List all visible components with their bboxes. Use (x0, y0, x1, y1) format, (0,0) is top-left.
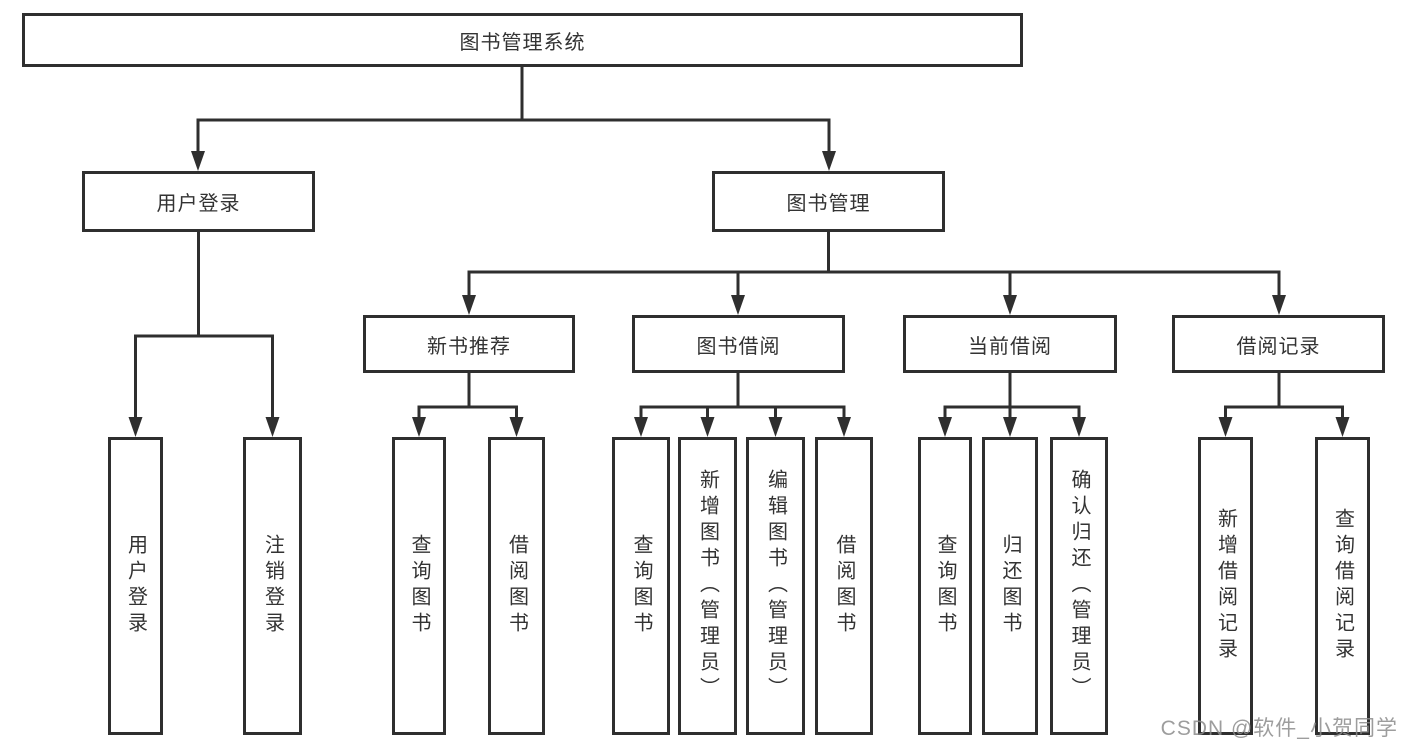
node-label: 注销登录 (261, 534, 284, 638)
arrow-icon (634, 417, 648, 437)
edge-login-to-leaves (134, 232, 274, 419)
node-label: 新增图书（管理员） (696, 469, 719, 703)
node-label: 归还图书 (999, 534, 1021, 638)
node-book-borrowing: 图书借阅 (632, 315, 845, 373)
arrow-icon (731, 295, 745, 315)
leaf-add-borrow-record: 新增借阅记录 (1198, 437, 1253, 735)
arrow-icon (509, 417, 524, 437)
leaf-return-books: 归还图书 (982, 437, 1038, 735)
node-label: 查询图书 (408, 534, 430, 638)
node-borrowing-records: 借阅记录 (1172, 315, 1385, 373)
node-current-borrowing: 当前借阅 (903, 315, 1117, 373)
arrowheads (128, 151, 1350, 437)
node-label: 图书管理系统 (459, 31, 586, 54)
arrow-icon (1218, 417, 1233, 437)
leaf-logout: 注销登录 (243, 437, 302, 735)
leaf-edit-books-admin: 编辑图书（管理员） (746, 437, 805, 735)
arrow-icon (1003, 295, 1017, 315)
node-book-management: 图书管理 (712, 171, 945, 232)
arrow-icon (822, 151, 836, 171)
arrow-icon (700, 417, 715, 437)
edge-current-to-leaves (943, 373, 1081, 419)
node-root-system: 图书管理系统 (22, 13, 1023, 67)
arrow-icon (1003, 417, 1017, 437)
node-label: 新增借阅记录 (1214, 508, 1237, 664)
arrow-icon (412, 417, 426, 437)
leaf-confirm-return-admin: 确认归还（管理员） (1050, 437, 1108, 735)
node-label: 用户登录 (156, 193, 241, 215)
leaf-add-books-admin: 新增图书（管理员） (678, 437, 737, 735)
edge-root-to-level2 (196, 65, 831, 153)
node-label: 图书管理 (786, 193, 871, 215)
node-label: 图书借阅 (696, 335, 781, 358)
arrow-icon (1272, 295, 1286, 315)
arrow-icon (837, 417, 851, 437)
arrow-icon (1335, 417, 1350, 437)
arrow-icon (938, 417, 952, 437)
leaf-query-books-borrowing: 查询图书 (612, 437, 670, 735)
node-label: 查询图书 (630, 534, 652, 638)
node-label: 借阅图书 (505, 534, 528, 638)
node-label: 查询图书 (934, 534, 956, 638)
arrow-icon (265, 417, 280, 437)
leaf-query-borrow-record: 查询借阅记录 (1315, 437, 1370, 735)
leaf-borrow-books-recommend: 借阅图书 (488, 437, 545, 735)
leaf-query-books-recommend: 查询图书 (392, 437, 446, 735)
node-label: 查询借阅记录 (1331, 508, 1354, 664)
node-label: 确认归还（管理员） (1068, 469, 1090, 703)
arrow-icon (768, 417, 783, 437)
node-label: 编辑图书（管理员） (764, 469, 787, 703)
edge-recommend-to-leaves (417, 373, 518, 419)
leaf-query-books-current: 查询图书 (918, 437, 972, 735)
watermark: CSDN @软件_小贺同学 (1160, 717, 1398, 740)
edge-borrowing-to-leaves (639, 373, 846, 419)
arrow-icon (191, 151, 205, 171)
node-label: 当前借阅 (968, 335, 1052, 358)
edge-mgmt-to-level3 (467, 232, 1281, 297)
arrow-icon (1072, 417, 1086, 437)
node-label: 借阅图书 (833, 534, 855, 638)
node-new-book-recommendation: 新书推荐 (363, 315, 575, 373)
arrow-icon (462, 295, 476, 315)
node-label: 新书推荐 (427, 335, 511, 358)
leaf-user-login: 用户登录 (108, 437, 163, 735)
node-label: 借阅记录 (1236, 335, 1321, 358)
arrow-icon (128, 417, 143, 437)
node-user-login: 用户登录 (82, 171, 315, 232)
leaf-borrow-books: 借阅图书 (815, 437, 873, 735)
edge-records-to-leaves (1224, 373, 1344, 419)
node-label: 用户登录 (124, 534, 147, 638)
